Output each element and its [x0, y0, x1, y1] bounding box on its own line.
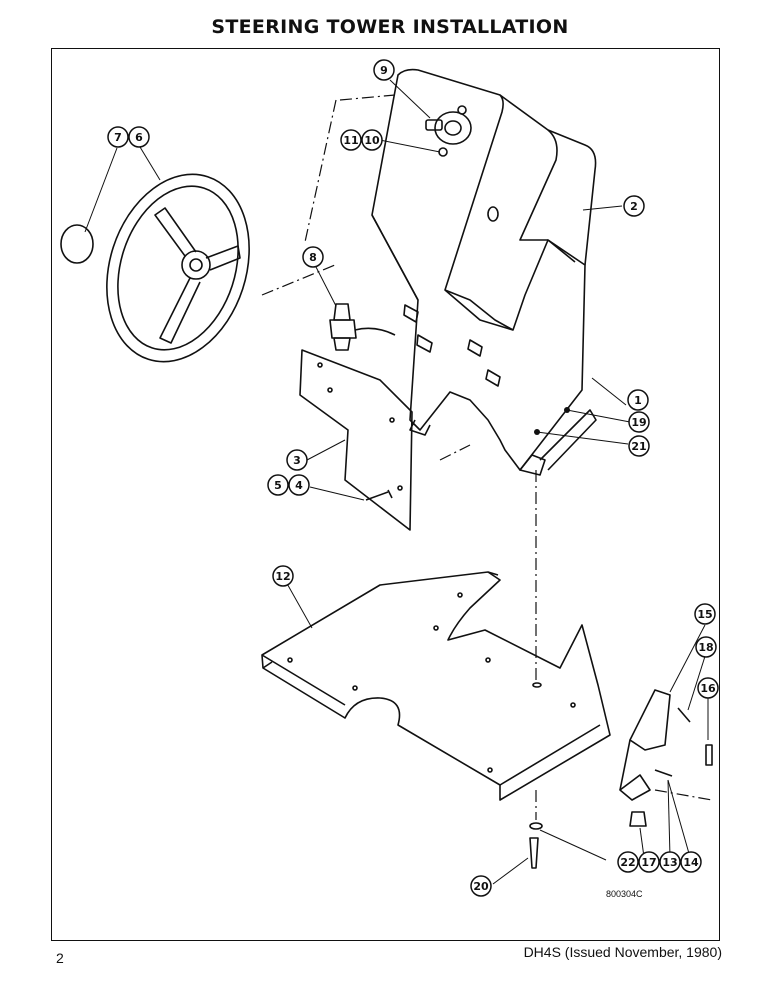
svg-text:15: 15	[697, 608, 712, 621]
svg-text:7: 7	[114, 131, 122, 144]
svg-text:10: 10	[364, 134, 380, 147]
figure-code: 800304C	[606, 889, 643, 899]
callout-15: 15	[694, 603, 716, 625]
callout-18: 18	[695, 636, 717, 658]
svg-text:18: 18	[698, 641, 713, 654]
callout-11: 11	[340, 129, 362, 151]
callout-10: 10	[361, 129, 383, 151]
callout-5: 5	[267, 474, 289, 496]
svg-text:1: 1	[634, 394, 642, 407]
steering-wheel	[106, 173, 250, 363]
svg-text:21: 21	[631, 440, 646, 453]
horn-cap	[60, 224, 94, 264]
bolt	[677, 707, 691, 723]
callout-14: 14	[680, 851, 702, 873]
callout-1: 1	[627, 389, 649, 411]
callout-6: 6	[128, 126, 150, 148]
callout-13: 13	[659, 851, 681, 873]
floor-plate	[261, 571, 611, 801]
page-title: STEERING TOWER INSTALLATION	[211, 16, 569, 38]
screw	[365, 489, 393, 501]
bolt	[654, 769, 673, 777]
callout-4: 4	[288, 474, 310, 496]
callout-2: 2	[623, 195, 645, 217]
callout-21: 21	[628, 435, 650, 457]
svg-text:5: 5	[274, 479, 282, 492]
svg-text:20: 20	[473, 880, 489, 893]
svg-text:4: 4	[295, 479, 303, 492]
callout-19: 19	[628, 411, 650, 433]
issue-note: DH4S (Issued November, 1980)	[523, 944, 722, 960]
bolt	[705, 744, 713, 766]
bolt	[529, 837, 539, 869]
callout-22: 22	[617, 851, 639, 873]
page-number: 2	[56, 950, 64, 966]
svg-text:13: 13	[662, 856, 677, 869]
bracket	[619, 689, 671, 801]
nut	[629, 811, 647, 827]
callout-16: 16	[697, 677, 719, 699]
callout-12: 12	[272, 565, 294, 587]
svg-text:3: 3	[293, 454, 301, 467]
callout-3: 3	[286, 449, 308, 471]
illustration-frame	[51, 48, 720, 941]
svg-text:16: 16	[700, 682, 716, 695]
svg-text:6: 6	[135, 131, 143, 144]
svg-text:8: 8	[309, 251, 317, 264]
washer	[529, 822, 543, 830]
callout-17: 17	[638, 851, 660, 873]
callout-20: 20	[470, 875, 492, 897]
svg-text:9: 9	[380, 64, 388, 77]
svg-text:11: 11	[343, 134, 358, 147]
callout-8: 8	[302, 246, 324, 268]
svg-text:22: 22	[620, 856, 635, 869]
column-bearing	[425, 111, 472, 145]
svg-text:19: 19	[631, 416, 646, 429]
side-panel	[299, 349, 413, 531]
fitting	[329, 303, 396, 351]
callout-7: 7	[107, 126, 129, 148]
svg-text:17: 17	[641, 856, 656, 869]
svg-text:2: 2	[630, 200, 638, 213]
svg-text:12: 12	[275, 570, 290, 583]
callout-9: 9	[373, 59, 395, 81]
svg-text:14: 14	[683, 856, 699, 869]
steering-tower	[371, 68, 597, 476]
